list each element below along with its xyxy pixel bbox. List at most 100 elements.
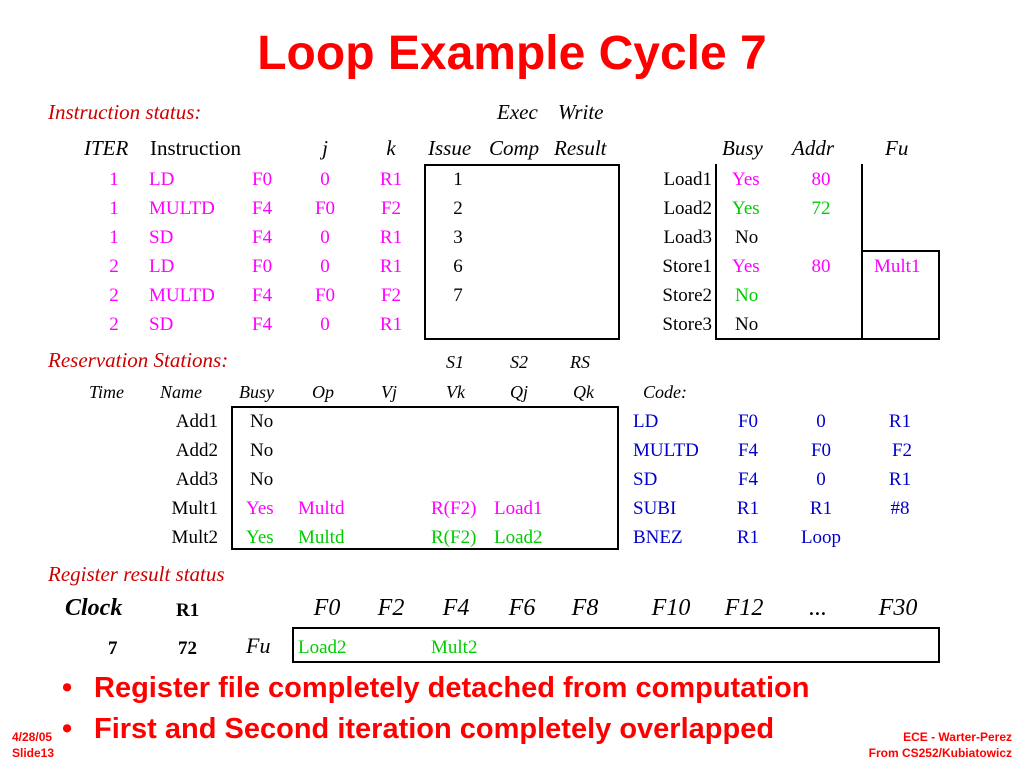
reservation-stations-box	[231, 406, 619, 550]
code-arg1: F4	[737, 469, 759, 490]
instr-op: SD	[149, 314, 174, 335]
addr-header: Addr	[792, 136, 834, 160]
buffer-fu: Mult1	[874, 256, 921, 277]
instr-j: 0	[320, 314, 330, 335]
instr-dest: F4	[252, 227, 273, 248]
op-header: Op	[312, 382, 334, 402]
register-result-box	[292, 627, 940, 663]
buffer-busy: No	[735, 314, 759, 335]
buffer-name: Load2	[663, 198, 712, 219]
code-arg2: Loop	[800, 527, 842, 548]
rs-name: Add3	[175, 469, 218, 490]
instr-iter: 1	[109, 198, 119, 219]
code-op: LD	[633, 411, 659, 432]
instr-iter: 2	[109, 256, 119, 277]
rs-busy: No	[250, 440, 274, 461]
reg-value: Mult2	[431, 637, 478, 658]
instr-op: SD	[149, 227, 174, 248]
instr-k: F2	[380, 285, 402, 306]
time-header: Time	[89, 382, 125, 402]
reg-header: F6	[508, 595, 536, 621]
s2-header: S2	[510, 352, 528, 372]
s1-header: S1	[446, 352, 464, 372]
code-arg3: #8	[890, 498, 910, 519]
reg-header: F4	[442, 595, 470, 621]
code-arg1: F4	[737, 440, 759, 461]
result-header: Result	[554, 136, 607, 160]
k-header: k	[386, 136, 396, 160]
instr-op: MULTD	[149, 198, 215, 219]
exec-label: Exec	[497, 100, 538, 124]
instr-j: 0	[320, 227, 330, 248]
vj-header: Vj	[381, 382, 397, 402]
instr-dest: F0	[252, 169, 273, 190]
reg-value: Load2	[298, 637, 347, 658]
instr-dest: F4	[252, 314, 273, 335]
code-arg1: F0	[737, 411, 759, 432]
instr-k: R1	[379, 169, 403, 190]
j-header: j	[322, 136, 328, 160]
reg-header: F12	[724, 595, 764, 621]
instruction-header: Instruction	[150, 136, 241, 160]
instruction-status-label: Instruction status:	[48, 100, 202, 124]
buffer-busy: Yes	[732, 198, 760, 219]
rs-header: RS	[570, 352, 590, 372]
rs-busy: No	[250, 469, 274, 490]
fu-label: Fu	[246, 633, 271, 658]
qk-header: Qk	[573, 382, 594, 402]
r1-value: 72	[178, 638, 197, 659]
footer-date: 4/28/05	[12, 730, 53, 744]
rs-vk: R(F2)	[431, 527, 477, 548]
reg-header: F2	[377, 595, 405, 621]
rs-busy: No	[250, 411, 274, 432]
rs-busy: Yes	[246, 527, 274, 548]
buffer-bottom-line	[715, 338, 940, 340]
rs-op: Multd	[298, 498, 345, 519]
comp-header: Comp	[489, 136, 540, 160]
instr-iter: 2	[109, 285, 119, 306]
bullet-marker: •	[62, 713, 73, 745]
code-label: Code:	[643, 382, 687, 402]
code-arg1: R1	[736, 498, 760, 519]
buffer-name: Store2	[662, 285, 712, 306]
code-arg2: F0	[810, 440, 832, 461]
rs-name: Add2	[175, 440, 218, 461]
instr-k: R1	[379, 314, 403, 335]
buffer-divider-line	[861, 164, 863, 340]
buffer-addr: 72	[811, 198, 831, 219]
buffer-name: Store3	[662, 314, 712, 335]
reservation-stations-label: Reservation Stations:	[48, 348, 229, 372]
buffer-name: Load1	[663, 169, 712, 190]
instr-issue: 2	[453, 198, 463, 219]
busy-header: Busy	[722, 136, 763, 160]
code-op: SUBI	[633, 498, 677, 519]
instr-k: R1	[379, 227, 403, 248]
bullet-text: Register file completely detached from c…	[94, 672, 810, 704]
reg-header: F0	[313, 595, 341, 621]
r1-label: R1	[176, 600, 200, 621]
rs-busy: Yes	[246, 498, 274, 519]
code-arg2: 0	[816, 469, 826, 490]
qj-header: Qj	[510, 382, 528, 402]
footer-author: ECE - Warter-Perez	[903, 730, 1012, 744]
instr-op: LD	[149, 169, 175, 190]
store-right-line	[938, 250, 940, 340]
write-label: Write	[558, 100, 604, 124]
instr-j: F0	[314, 198, 336, 219]
footer-source: From CS252/Kubiatowicz	[868, 746, 1012, 760]
instr-j: 0	[320, 169, 330, 190]
buffer-busy: Yes	[732, 256, 760, 277]
code-arg3: F2	[891, 440, 913, 461]
buffer-busy: Yes	[732, 169, 760, 190]
clock-value: 7	[108, 638, 118, 659]
fu-header: Fu	[885, 136, 909, 160]
code-op: SD	[633, 469, 658, 490]
iter-header: ITER	[84, 136, 129, 160]
rs-name: Add1	[175, 411, 218, 432]
store-top-line	[861, 250, 940, 252]
instr-j: F0	[314, 285, 336, 306]
register-result-status-label: Register result status	[48, 562, 225, 586]
code-arg2: R1	[809, 498, 833, 519]
footer-slide: Slide13	[12, 746, 55, 760]
buffer-name: Store1	[662, 256, 712, 277]
